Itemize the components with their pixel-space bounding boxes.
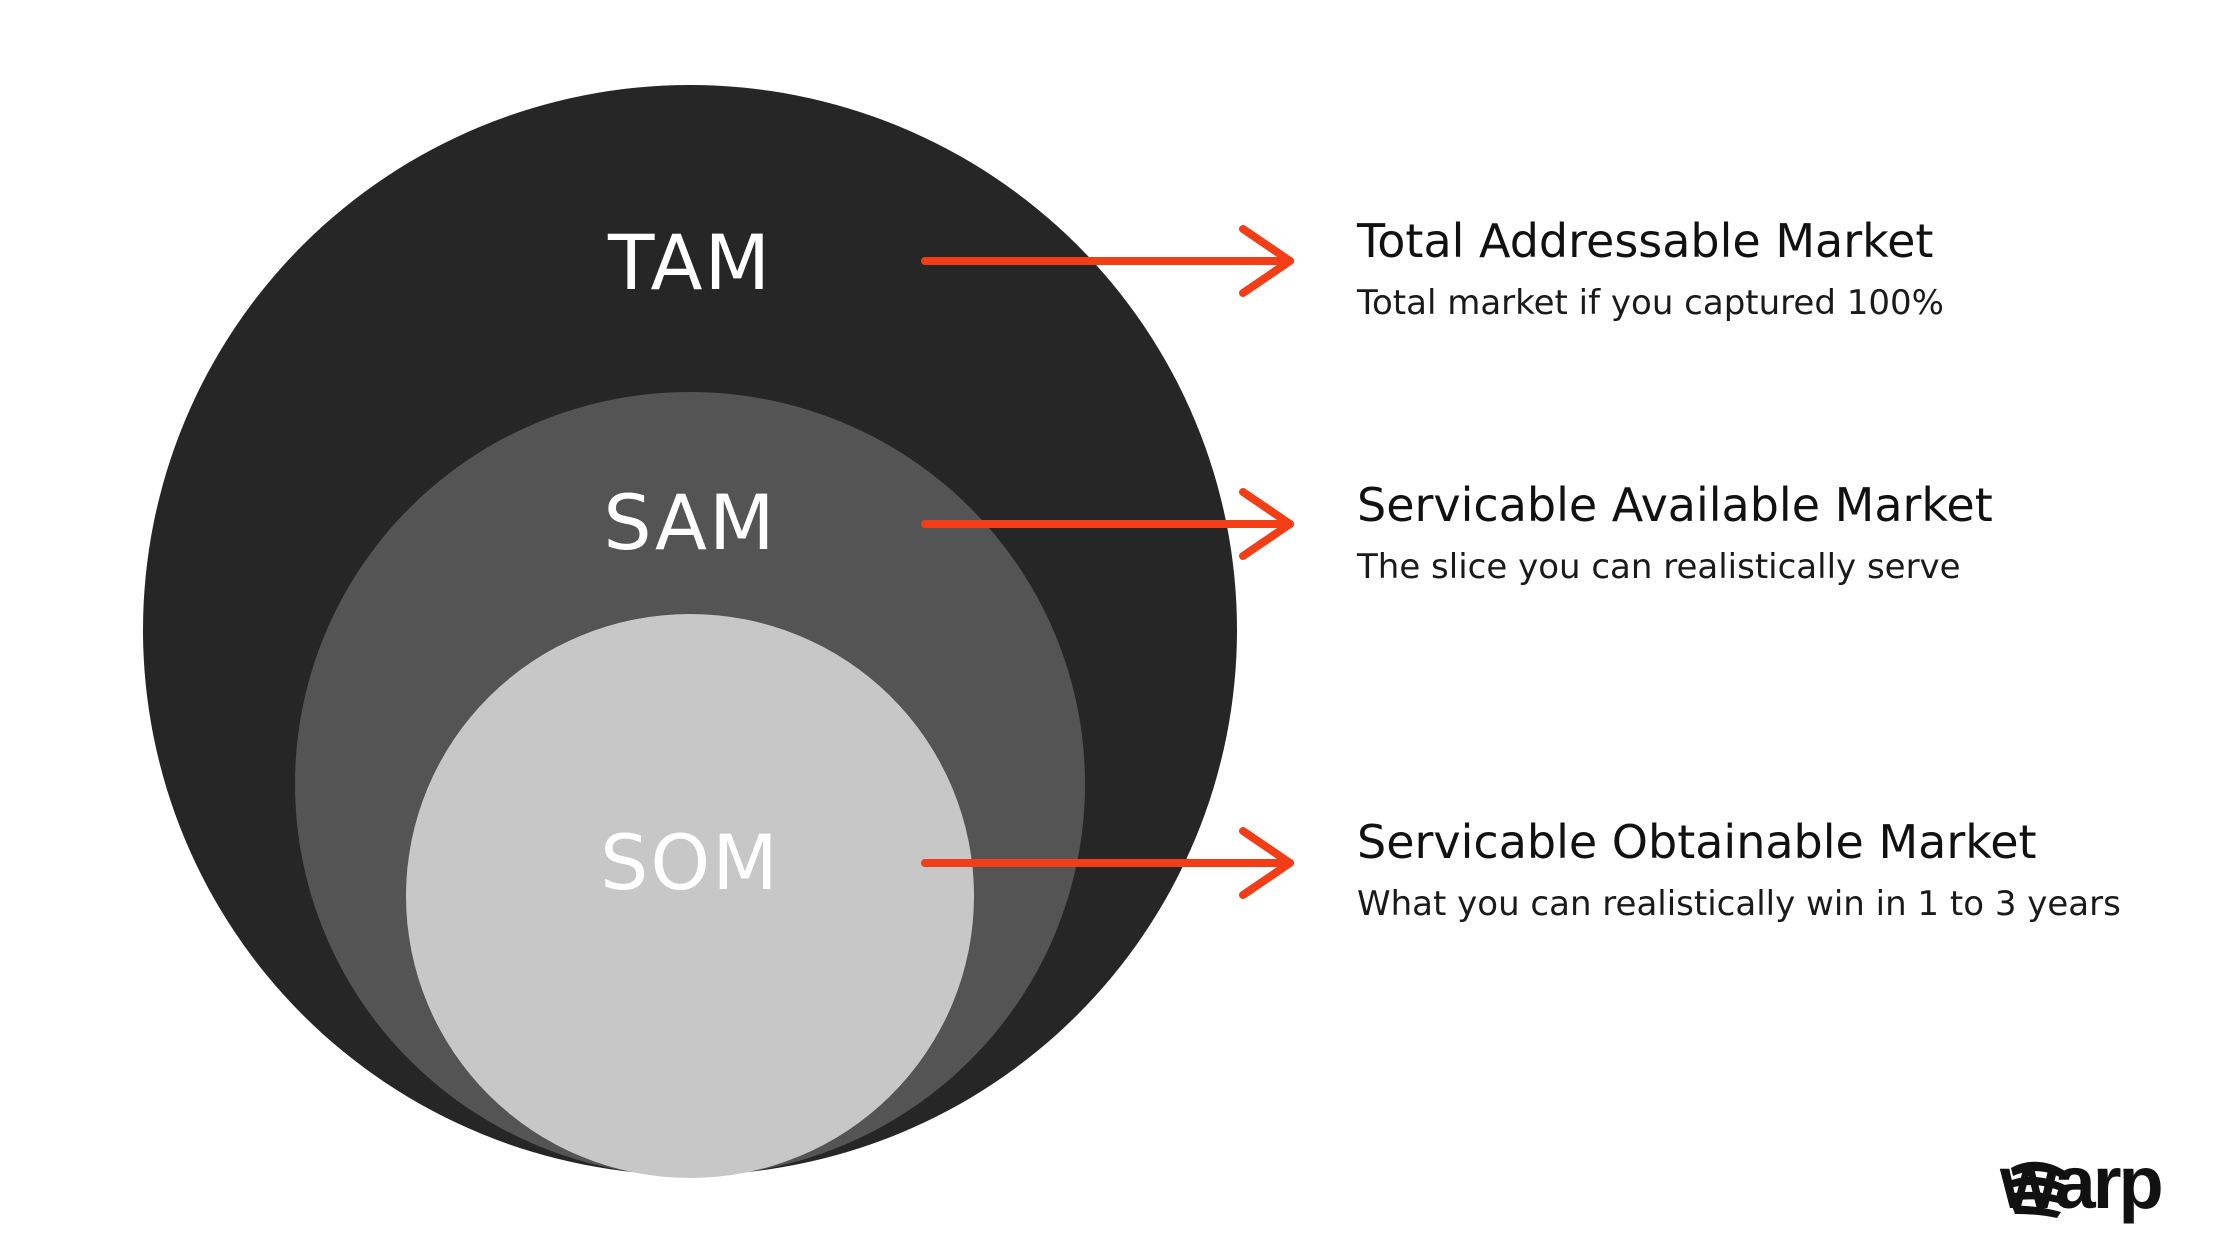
warp-wordmark: warp	[2000, 1141, 2164, 1224]
tam-description: Total market if you captured 100%	[1357, 283, 1944, 323]
som-arrow	[921, 827, 1294, 899]
tam-label: TAM	[607, 218, 772, 307]
sam-label: SAM	[603, 478, 776, 567]
tam-arrow	[921, 225, 1294, 297]
sam-title: Servicable Available Market	[1357, 478, 1993, 532]
som-circle	[406, 614, 974, 1178]
tam-title: Total Addressable Market	[1357, 214, 1934, 268]
som-title: Servicable Obtainable Market	[1357, 815, 2037, 869]
warp-logo-icon	[2009, 1161, 2069, 1218]
som-label: SOM	[600, 818, 780, 907]
sam-description: The slice you can realistically serve	[1357, 547, 1961, 587]
som-description: What you can realistically win in 1 to 3…	[1357, 884, 2121, 924]
sam-arrow	[921, 488, 1294, 560]
